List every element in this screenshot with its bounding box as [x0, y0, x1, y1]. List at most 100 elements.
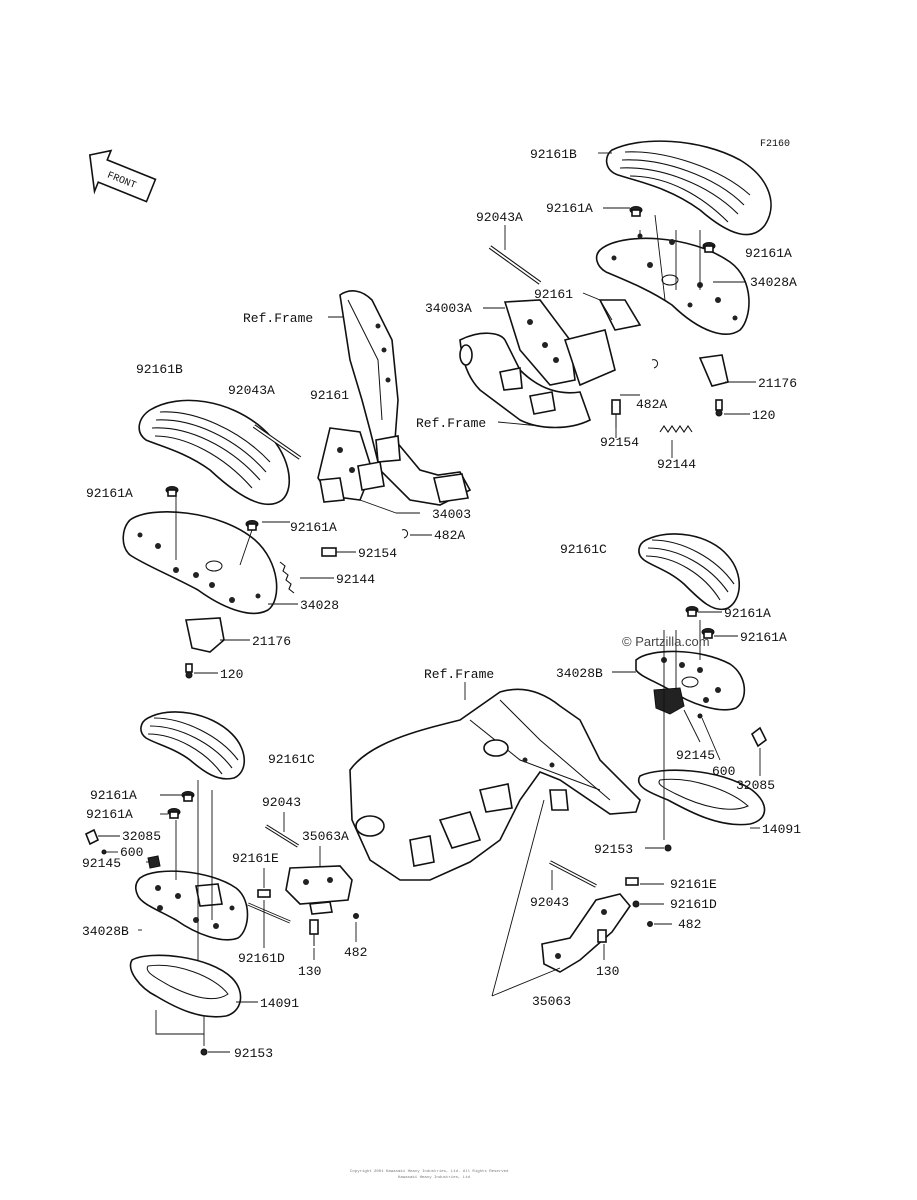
label-92153-mr: 92153	[594, 842, 633, 857]
clip-32085-ll	[84, 828, 100, 846]
grommet-92161A-ll1	[181, 791, 195, 802]
label-34028B-ll: 34028B	[82, 924, 129, 939]
grommet-92161A-mr2	[701, 628, 715, 639]
rubber-92145-ll	[147, 855, 161, 869]
label-92161A-left2: 92161A	[290, 520, 337, 535]
label-34028B-mr: 34028B	[556, 666, 603, 681]
pin-92043-lower-right	[549, 860, 597, 888]
pin-92043A-ur	[488, 245, 542, 285]
label-92161B-ur: 92161B	[530, 147, 577, 162]
bracket-21176-left	[185, 617, 225, 679]
footer-line-2: Kawasaki Heavy Industries, Ltd	[398, 1175, 471, 1180]
label-ref-frame-2: Ref.Frame	[416, 416, 486, 431]
label-92161A-mr1: 92161A	[724, 606, 771, 621]
label-34003A: 34003A	[425, 301, 472, 316]
label-92144-left: 92144	[336, 572, 375, 587]
footer-line-1: Copyright 2001 Kawasaki Heavy Industries…	[350, 1169, 509, 1174]
label-34028A: 34028A	[750, 275, 797, 290]
cover-14091-mr	[637, 769, 766, 826]
spring-92144-left	[279, 561, 295, 594]
footboard-plate-34028B-mr	[635, 650, 746, 711]
label-482A-ur: 482A	[636, 397, 667, 412]
grommet-92161A-mr1	[685, 606, 699, 617]
grommet-92161A-left2	[245, 520, 259, 531]
frame-section-upper-right	[459, 332, 591, 429]
label-92043A-left: 92043A	[228, 383, 275, 398]
bracket-35063	[541, 893, 632, 973]
label-92161A-mr2: 92161A	[740, 630, 787, 645]
label-32085-mr: 32085	[736, 778, 775, 793]
label-600-mr: 600	[712, 764, 735, 779]
label-92161-ur: 92161	[534, 287, 573, 302]
bolt-130-lower-right	[597, 929, 607, 943]
label-92154-left: 92154	[358, 546, 397, 561]
label-600-ll: 600	[120, 845, 143, 860]
clip-482-lower-right	[647, 921, 653, 927]
label-482A-left: 482A	[434, 528, 465, 543]
pin-92043-lower-left	[265, 824, 299, 848]
label-14091-mr: 14091	[762, 822, 801, 837]
label-92161D-lr: 92161D	[670, 897, 717, 912]
grommet-92161A-ll2	[167, 808, 181, 819]
label-92161E-lr: 92161E	[670, 877, 717, 892]
label-92161A-ur2: 92161A	[745, 246, 792, 261]
label-92153-ll: 92153	[234, 1046, 273, 1061]
bolt-92153-mr	[664, 844, 672, 852]
footboard-plate-34028A	[595, 233, 750, 335]
label-92145-mr: 92145	[676, 748, 715, 763]
grommet-92161A-left1	[165, 486, 179, 497]
label-92043A-ur: 92043A	[476, 210, 523, 225]
footboard-pad-mid-right	[638, 533, 740, 611]
label-120-left: 120	[220, 667, 243, 682]
clip-482A-ur	[651, 359, 659, 369]
screw-600-mr	[697, 713, 703, 719]
label-32085-ll: 32085	[122, 829, 161, 844]
pin-92161D-lower-left	[247, 902, 291, 924]
bracket-35063A	[285, 865, 353, 915]
label-14091-ll: 14091	[260, 996, 299, 1011]
label-35063: 35063	[532, 994, 571, 1009]
label-130-ll: 130	[298, 964, 321, 979]
label-120-ur: 120	[752, 408, 775, 423]
label-21176-left: 21176	[252, 634, 291, 649]
screw-600-ll	[101, 849, 107, 855]
mid-right-assembly	[612, 533, 768, 852]
clip-32085-mr	[750, 726, 768, 748]
label-92043-ll: 92043	[262, 795, 301, 810]
label-ref-frame-3: Ref.Frame	[424, 667, 494, 682]
label-92161C-mr: 92161C	[560, 542, 607, 557]
label-92161C-lc: 92161C	[268, 752, 315, 767]
rubber-92145-mr	[653, 687, 685, 715]
footboard-pad-lower-left	[140, 711, 246, 780]
bolt-92154-ur	[611, 399, 621, 428]
label-482-lr: 482	[678, 917, 701, 932]
pin-92161E-lower-right	[625, 877, 639, 886]
diagram-code: F2160	[760, 139, 790, 150]
spring-92144-ur	[659, 425, 693, 433]
label-92161E-ll: 92161E	[232, 851, 279, 866]
label-482-ll: 482	[344, 945, 367, 960]
label-92161A-ur1: 92161A	[546, 201, 593, 216]
label-21176-ur: 21176	[758, 376, 797, 391]
pin-92161E-lower-left	[257, 889, 271, 898]
frame-section-lower	[349, 682, 641, 881]
bolt-130-lower-left	[309, 919, 319, 946]
label-92161B-left: 92161B	[136, 362, 183, 377]
bracket-21176-ur	[698, 354, 729, 417]
clip-482A-left	[401, 529, 409, 539]
grommet-92161A-ur2	[702, 242, 716, 253]
label-92161D-ll: 92161D	[238, 951, 285, 966]
label-34028: 34028	[300, 598, 339, 613]
front-arrow-icon: FRONT	[88, 149, 157, 203]
footboard-pad-upper-right	[605, 140, 772, 236]
left-assembly	[122, 399, 432, 679]
bracket-34003A	[503, 299, 642, 387]
grommet-92161A-ur1	[629, 206, 643, 217]
label-92145-ll: 92145	[82, 856, 121, 871]
cover-14091-ll	[129, 954, 242, 1018]
label-92144-ur: 92144	[657, 457, 696, 472]
label-92161A-ll1: 92161A	[90, 788, 137, 803]
label-92161A-ll2: 92161A	[86, 807, 133, 822]
bolt-92153-ll	[200, 1048, 208, 1056]
